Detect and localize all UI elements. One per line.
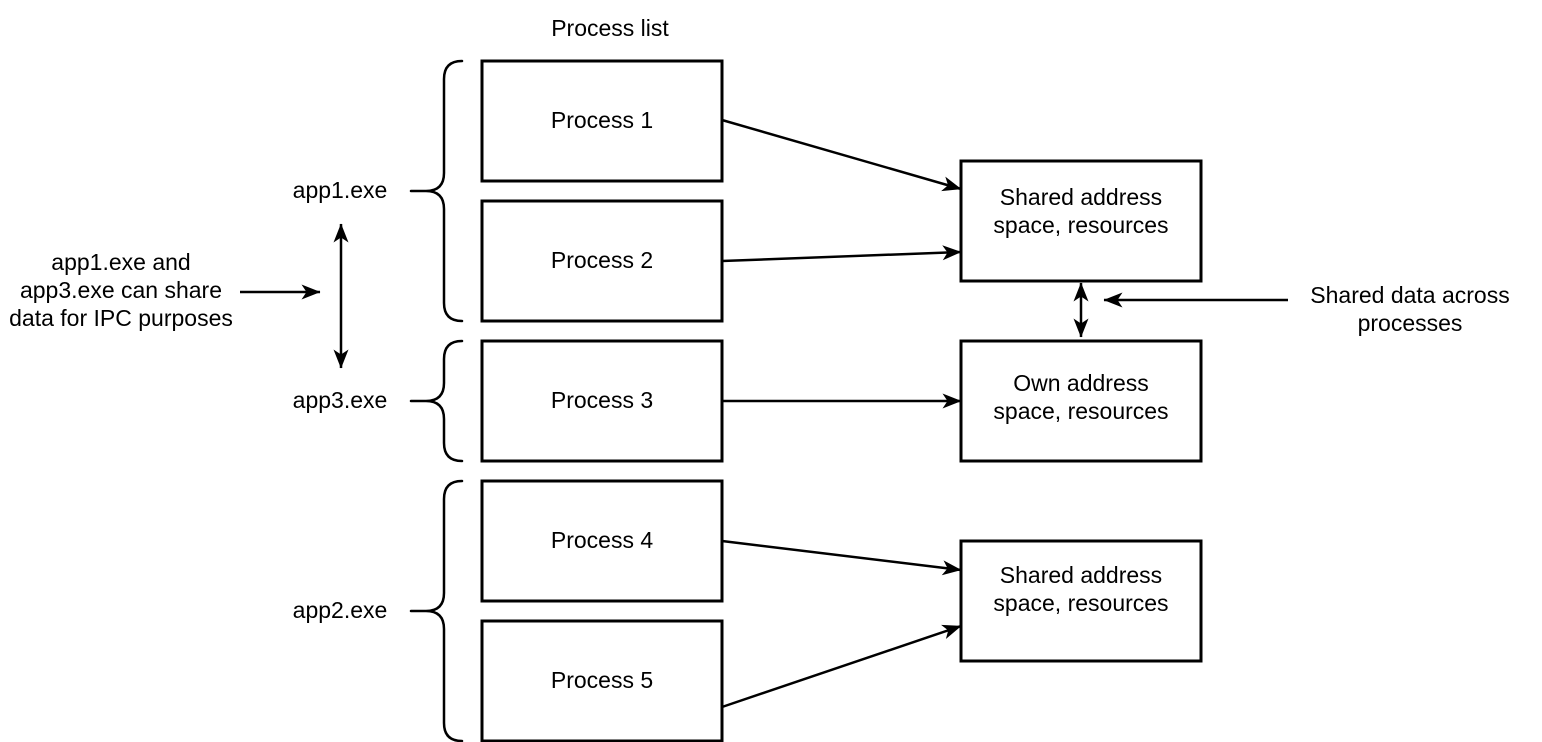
process-1-label: Process 1 xyxy=(551,107,653,133)
own-label-line2: space, resources xyxy=(993,398,1168,424)
diagram-title: Process list xyxy=(551,15,669,41)
process-5-box xyxy=(480,619,724,742)
shared-top-label-line1: Shared address xyxy=(1000,184,1162,210)
process-3-label: Process 3 xyxy=(551,387,653,413)
app2-brace xyxy=(409,479,464,742)
shared-note-line2: processes xyxy=(1358,310,1463,336)
ipc-note-line3: data for IPC purposes xyxy=(9,305,233,331)
process-2-label: Process 2 xyxy=(551,247,653,273)
ipc-note-line2: app3.exe can share xyxy=(20,277,222,303)
process-4-label: Process 4 xyxy=(551,527,653,553)
app1-label: app1.exe xyxy=(293,177,388,203)
process-1-box xyxy=(480,59,724,183)
own-box xyxy=(959,339,1203,463)
ipc-note-line1: app1.exe and xyxy=(51,249,190,275)
shared-bottom-label-line1: Shared address xyxy=(1000,562,1162,588)
shared-bottom-label-line2: space, resources xyxy=(993,590,1168,616)
app3-brace xyxy=(409,339,464,463)
arrow-process5-to-shared-bottom xyxy=(721,624,962,709)
shared-top-label-line2: space, resources xyxy=(993,212,1168,238)
own-label-line1: Own address xyxy=(1013,370,1149,396)
arrow-process2-to-shared-top xyxy=(721,245,962,263)
process-2-box xyxy=(480,199,724,323)
app2-label: app2.exe xyxy=(293,597,388,623)
arrow-process4-to-shared-bottom xyxy=(721,539,962,576)
app1-brace xyxy=(409,59,464,323)
app3-label: app3.exe xyxy=(293,387,388,413)
shared-note-line1: Shared data across xyxy=(1310,282,1509,308)
process-5-label: Process 5 xyxy=(551,667,653,693)
arrow-process1-to-shared-top xyxy=(721,118,962,192)
shared-bottom-box xyxy=(959,539,1203,663)
shared-top-box xyxy=(959,159,1203,283)
process-3-box xyxy=(480,339,724,463)
